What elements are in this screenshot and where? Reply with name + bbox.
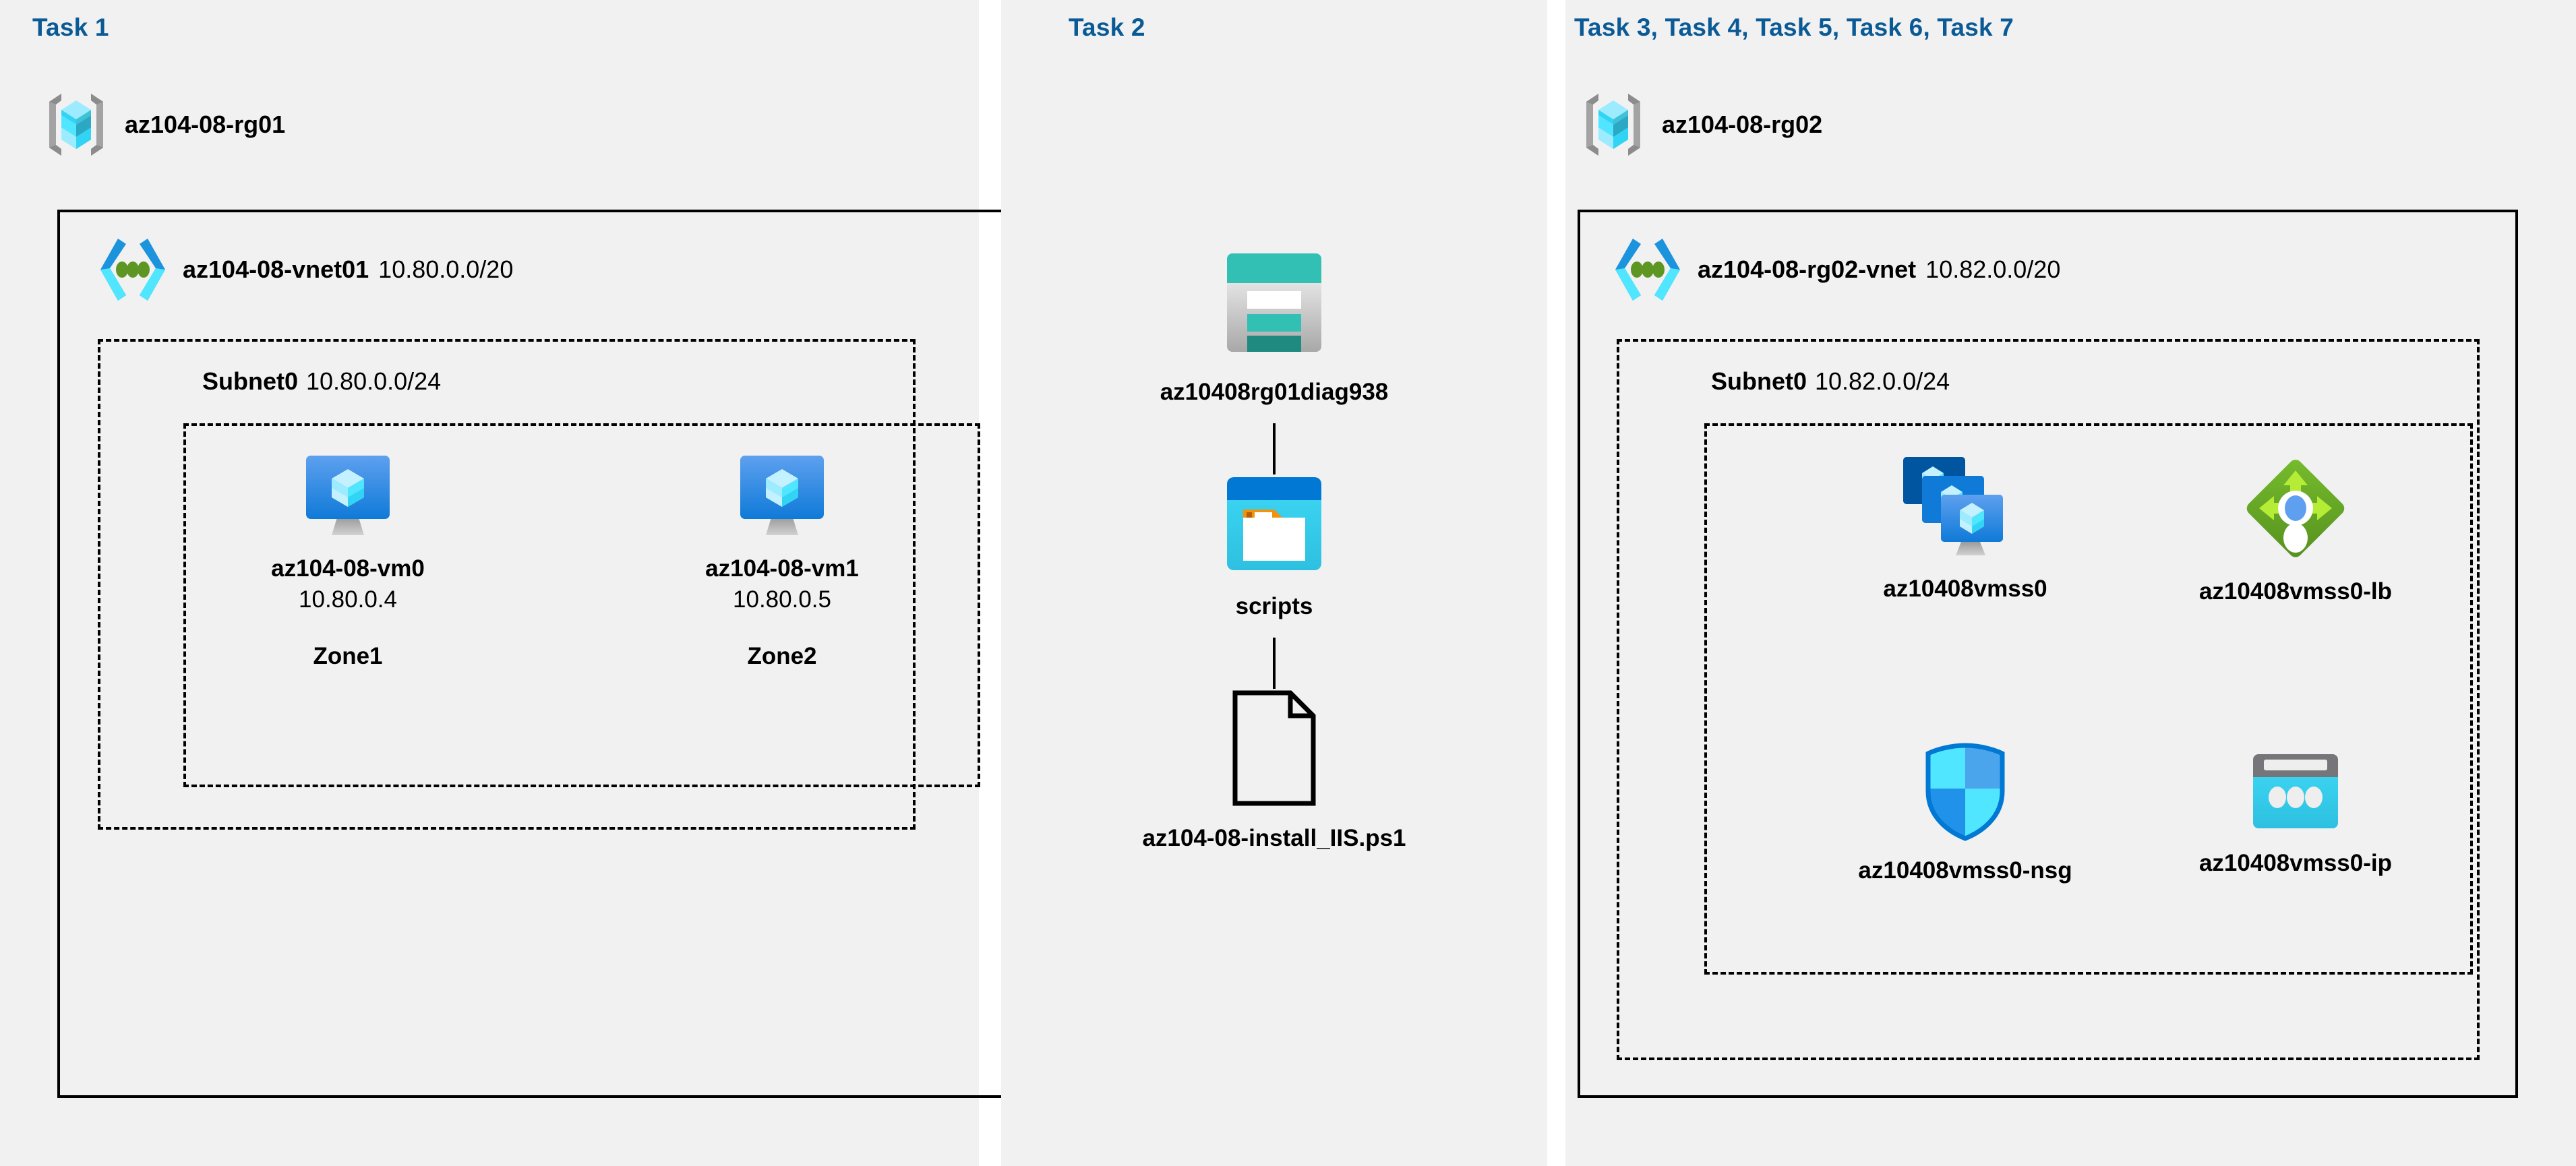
virtual-network-icon <box>1613 236 1683 303</box>
vnet-name-rg02-vnet: az104-08-rg02-vnet <box>1698 255 1917 283</box>
subnet-cidr-rg02-subnet0: 10.82.0.0/24 <box>1815 367 1950 395</box>
panel-task3 <box>1565 0 2576 1166</box>
network-security-group-icon <box>1921 741 2009 842</box>
node-name-vmss0-nsg: az10408vmss0-nsg <box>1858 857 2072 884</box>
node-storage-account: az10408rg01diag938 <box>1160 249 1389 406</box>
subnet-boundary-rg02-subnet0 <box>1617 339 2480 1060</box>
availability-zones-boundary <box>183 423 980 787</box>
blob-container-icon <box>1224 474 1324 576</box>
node-ip-vm1: 10.80.0.5 <box>733 586 831 613</box>
resource-group-label-rg02: az104-08-rg02 <box>1662 111 1823 138</box>
node-zone-vm1: Zone2 <box>747 643 817 669</box>
virtual-machine-icon <box>736 453 828 541</box>
load-balancer-icon <box>2240 453 2351 563</box>
node-ip-vm0: 10.80.0.4 <box>299 586 397 613</box>
node-name-script-file: az104-08-install_IIS.ps1 <box>1142 825 1406 851</box>
virtual-network-icon <box>98 236 168 303</box>
subnet-name-subnet0: Subnet0 <box>202 367 299 395</box>
vnet-cidr-rg02-vnet: 10.82.0.0/20 <box>1925 255 2061 283</box>
resource-group-icon <box>1581 90 1646 160</box>
node-vm0: az104-08-vm0 10.80.0.4 Zone1 <box>227 453 469 670</box>
node-name-vmss0-lb: az10408vmss0-lb <box>2198 578 2393 605</box>
panel-task2 <box>1001 0 1547 1166</box>
connector-container-to-file <box>1273 638 1276 689</box>
vm-scale-set-icon <box>1899 453 2031 561</box>
public-ip-address-icon <box>2245 751 2346 835</box>
node-vmss0-lb: az10408vmss0-lb <box>2151 453 2440 605</box>
vnet-cidr-vnet01: 10.80.0.0/20 <box>378 255 514 283</box>
connector-storage-to-container <box>1273 423 1276 474</box>
task-header-1: Task 1 <box>32 13 109 41</box>
node-name-vmss0: az10408vmss0 <box>1883 576 2047 602</box>
file-icon <box>1227 689 1321 807</box>
virtual-machine-icon <box>302 453 394 541</box>
subnet-boundary-subnet0 <box>98 339 916 830</box>
node-vmss0-nsg: az10408vmss0-nsg <box>1820 741 2110 884</box>
vnet-boundary-rg02-vnet <box>1578 210 2518 1098</box>
task-header-2: Task 2 <box>1069 13 1145 41</box>
node-vm1: az104-08-vm1 10.80.0.5 Zone2 <box>661 453 903 670</box>
node-name-vm0: az104-08-vm0 <box>271 555 425 582</box>
resource-group-icon <box>44 90 109 160</box>
node-script-file: az104-08-install_IIS.ps1 <box>1142 689 1406 852</box>
vnet-header-rg02-vnet: az104-08-rg02-vnet 10.82.0.0/20 <box>1613 236 2060 303</box>
vmss-resources-boundary <box>1704 423 2473 975</box>
subnet-cidr-subnet0: 10.80.0.0/24 <box>306 367 442 395</box>
resource-group-label-rg01: az104-08-rg01 <box>125 111 286 138</box>
storage-account-icon <box>1220 249 1328 361</box>
node-vmss0-ip: az10408vmss0-ip <box>2151 751 2440 877</box>
panel-task1 <box>0 0 979 1166</box>
node-vmss0: az10408vmss0 <box>1820 453 2110 603</box>
node-name-vmss0-ip: az10408vmss0-ip <box>2198 850 2393 876</box>
task-header-3: Task 3, Task 4, Task 5, Task 6, Task 7 <box>1574 13 2014 41</box>
vnet-name-vnet01: az104-08-vnet01 <box>183 255 369 283</box>
subnet-name-rg02-subnet0: Subnet0 <box>1711 367 1807 395</box>
node-zone-vm0: Zone1 <box>313 643 383 669</box>
task2-resource-stack: az10408rg01diag938 <box>1001 249 1547 852</box>
resource-group-rg02: az104-08-rg02 <box>1581 90 1822 160</box>
resource-group-rg01: az104-08-rg01 <box>44 90 285 160</box>
vnet-header-vnet01: az104-08-vnet01 10.80.0.0/20 <box>98 236 513 303</box>
node-name-storage-account: az10408rg01diag938 <box>1160 379 1389 405</box>
node-name-blob-container: scripts <box>1235 593 1313 619</box>
node-name-vm1: az104-08-vm1 <box>705 555 859 582</box>
subnet-label-rg02-subnet0: Subnet0 10.82.0.0/24 <box>1711 367 1950 396</box>
node-blob-container: scripts <box>1224 474 1324 620</box>
